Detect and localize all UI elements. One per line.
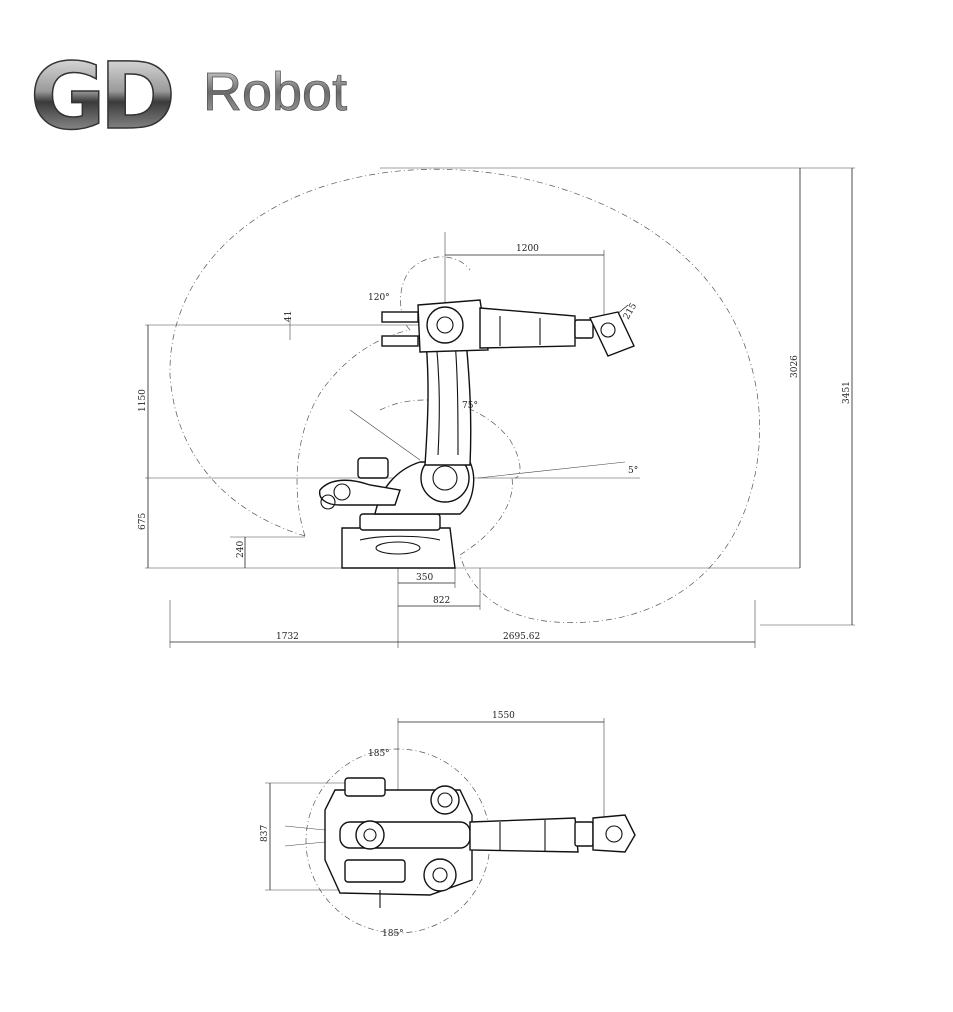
angle-axis2-5: 5° (628, 466, 638, 476)
workspace-envelope-inner (296, 329, 411, 537)
logo-mark: GD (30, 43, 172, 150)
brand-logo: GD Robot (29, 42, 347, 151)
robot-top-illustration (324, 777, 636, 908)
dim-height-3451: 3451 (842, 381, 852, 404)
dim-base-822: 822 (433, 596, 450, 606)
dim-top-reach-1550: 1550 (492, 711, 515, 721)
angle-axis1-bottom: 185° (382, 929, 404, 939)
dim-front-2695: 2695.62 (503, 632, 540, 642)
logo-wordmark: Robot (203, 62, 347, 122)
top-view: 1550 837 185° 185° (260, 711, 636, 939)
angle-axis1-top: 185° (368, 749, 390, 759)
dim-rear-1732: 1732 (276, 632, 299, 642)
dim-height-675: 675 (138, 513, 148, 530)
dim-offset-41: 41 (284, 311, 294, 322)
side-view: 1200 215 41 1150 675 240 3026 3451 350 8… (138, 167, 855, 648)
angle-axis4-120: 120° (368, 293, 390, 303)
dim-reach-1200: 1200 (516, 244, 539, 254)
dim-base-350: 350 (416, 573, 433, 583)
dim-flange-215: 215 (622, 301, 639, 321)
dim-top-width-837: 837 (260, 825, 270, 842)
angle-axis3-75: 75° (462, 401, 478, 411)
dim-height-3026: 3026 (790, 355, 800, 378)
workspace-envelope-lower (459, 477, 513, 556)
dim-height-240: 240 (236, 541, 246, 558)
robot-side-illustration (318, 299, 635, 569)
dim-height-1150: 1150 (138, 389, 148, 412)
workspace-envelope-axis3 (379, 399, 521, 479)
workspace-envelope-outer (169, 168, 760, 623)
